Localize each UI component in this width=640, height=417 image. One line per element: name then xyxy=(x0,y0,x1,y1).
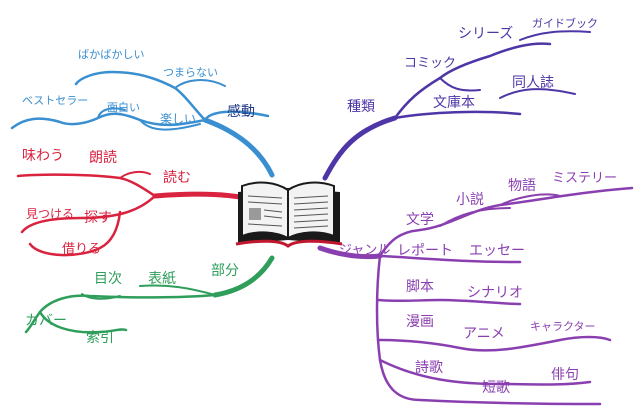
open-book-icon xyxy=(235,181,343,248)
word-haiku: 俳句 xyxy=(551,367,579,383)
word-tanoshii: 楽しい xyxy=(160,112,197,126)
word-cover: カバー xyxy=(25,313,67,329)
word-character: キャラクター xyxy=(530,320,596,333)
word-bungaku: 文学 xyxy=(406,212,434,228)
branch-genre-lines xyxy=(317,186,634,406)
word-bakabakashii: ばかばかしい xyxy=(78,48,145,61)
branch-bubun-lines xyxy=(24,255,275,334)
word-bestseller: ベストセラー xyxy=(22,94,89,107)
branch-label-shurui: 種類 xyxy=(347,99,375,115)
word-report: レポート xyxy=(397,243,453,259)
word-shiika: 詩歌 xyxy=(415,360,443,376)
branch-label-yomu: 読む xyxy=(163,170,191,186)
word-tanka: 短歌 xyxy=(482,380,510,396)
word-comic: コミック xyxy=(404,56,457,71)
word-sagasu: 探す xyxy=(84,210,112,226)
word-ajiwau: 味わう xyxy=(22,148,64,164)
word-roudoku: 朗読 xyxy=(89,150,117,166)
word-hyoushi: 表紙 xyxy=(148,271,176,287)
branch-kando-lines xyxy=(10,70,275,178)
word-essay: エッセー xyxy=(469,243,525,259)
word-doujinshi: 同人誌 xyxy=(512,75,554,91)
word-shousetsu: 小説 xyxy=(456,192,484,208)
word-guidebook: ガイドブック xyxy=(532,17,598,30)
word-bunkobon: 文庫本 xyxy=(433,95,475,111)
branch-yomu-lines xyxy=(16,170,265,257)
word-manga: 漫画 xyxy=(406,314,434,330)
word-mokuji: 目次 xyxy=(94,271,122,287)
word-tsumaranai: つまらない xyxy=(163,66,218,79)
branch-label-genre: ジャンル xyxy=(339,243,391,258)
word-mystery: ミステリー xyxy=(552,171,618,186)
branch-label-bubun: 部分 xyxy=(211,263,239,279)
word-kyakuhon: 脚本 xyxy=(406,279,434,295)
word-monogatari: 物語 xyxy=(508,178,536,194)
word-series: シリーズ xyxy=(458,26,514,42)
word-omoshiroi: 面白い xyxy=(107,101,140,114)
branch-label-kando: 感動 xyxy=(227,104,255,120)
branch-shurui-lines xyxy=(322,30,591,181)
word-anime: アニメ xyxy=(463,326,505,342)
word-scenario: シナリオ xyxy=(467,285,523,301)
word-kariru: 借りる xyxy=(62,242,102,257)
word-mitsukeru: 見つける xyxy=(26,207,75,221)
word-sakuin: 索引 xyxy=(86,330,114,346)
